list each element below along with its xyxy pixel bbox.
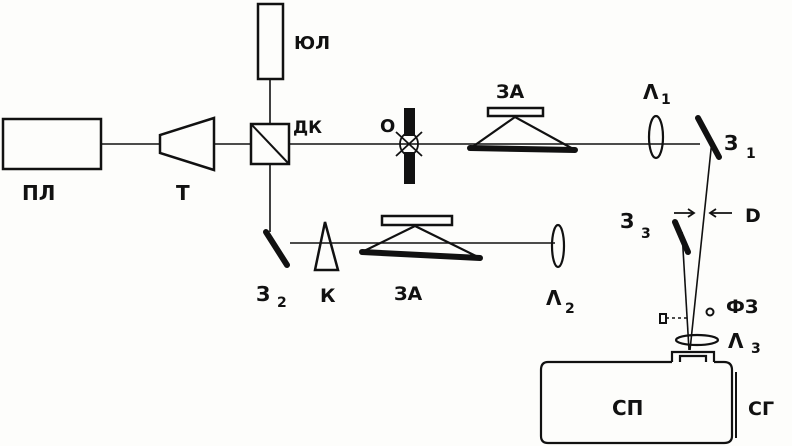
mirror-2	[263, 229, 290, 268]
mirror-3-symbol: З	[620, 209, 634, 233]
spectrograph-box	[539, 350, 737, 445]
mirror-1-index: 1	[746, 146, 756, 162]
spectrograph-label: СП	[612, 396, 643, 420]
wedge-prism	[313, 221, 340, 272]
delay-stage-upper-label: ЗА	[496, 81, 524, 103]
generator-label: СГ	[748, 398, 774, 420]
delay-stage-lower	[359, 214, 483, 261]
delay-stage-upper	[467, 106, 578, 153]
lens-2-index: 2	[565, 301, 575, 317]
mirror-3	[672, 219, 691, 255]
lamp-box	[256, 2, 285, 81]
mirror-2-index: 2	[277, 295, 287, 311]
mirror-1-symbol: З	[724, 131, 738, 155]
lens-3-index: 3	[751, 341, 761, 357]
lens-1-symbol: Λ	[643, 80, 659, 104]
beam-cube-diagonal	[250, 123, 290, 165]
wedge-label: К	[320, 285, 336, 307]
beam-mirror3-down	[681, 231, 690, 351]
lens-2	[550, 223, 566, 269]
telescope-shape	[158, 116, 216, 172]
beam-cube	[249, 122, 291, 166]
beam-cube-label: ДК	[293, 118, 322, 138]
mirror-3-index: 3	[641, 226, 651, 242]
photo-plate-label: ФЗ	[726, 296, 758, 318]
beam-mirror1-down	[689, 139, 713, 351]
lamp-label: ЮЛ	[294, 33, 330, 54]
lens-3-symbol: Λ	[728, 329, 744, 353]
pulsed-laser-box	[1, 117, 103, 171]
telescope-label: Т	[176, 181, 190, 205]
pulsed-laser-label: ПЛ	[22, 181, 55, 205]
photo-plate-element	[659, 307, 715, 324]
object-label: О	[380, 116, 395, 137]
delay-stage-lower-label: ЗА	[394, 283, 422, 305]
distance-marker	[674, 208, 732, 218]
lens-1-index: 1	[661, 92, 671, 108]
lens-3	[674, 333, 720, 347]
lens-2-symbol: Λ	[546, 286, 562, 310]
distance-label: D	[745, 205, 761, 227]
mirror-2-symbol: З	[256, 282, 270, 306]
mirror-1	[695, 115, 722, 160]
lens-1	[647, 114, 665, 160]
object-element	[395, 108, 423, 184]
